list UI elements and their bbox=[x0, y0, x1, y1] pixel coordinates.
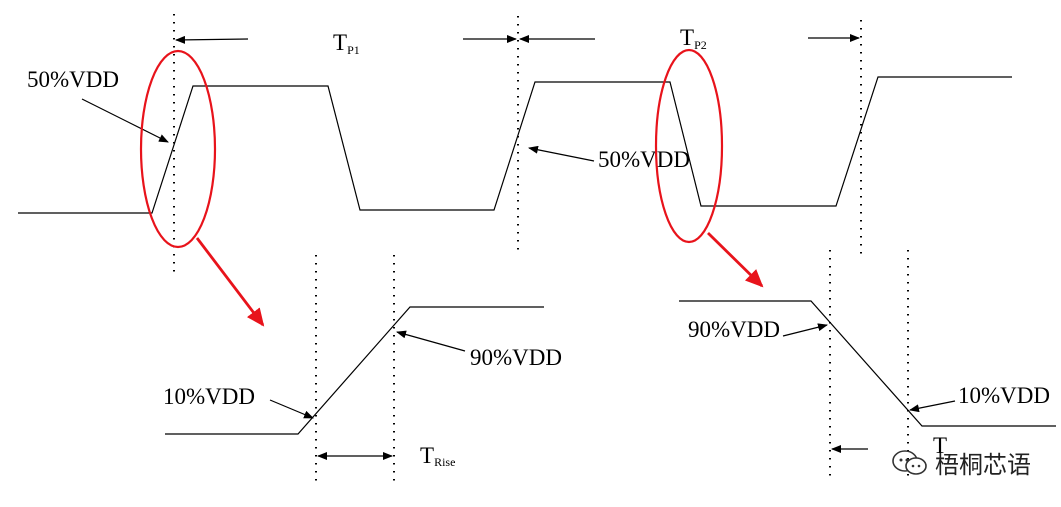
rise-edge-highlight bbox=[139, 49, 217, 249]
rise-zoom-arrow bbox=[195, 237, 265, 327]
rise-vdd10-arrow bbox=[269, 399, 314, 419]
chat-bubbles-icon bbox=[891, 448, 929, 478]
vdd50-left-arrow bbox=[81, 98, 169, 143]
vdd50-right-arrow bbox=[528, 145, 595, 162]
main-waveform bbox=[18, 76, 1012, 214]
fall-detail-waveform bbox=[679, 300, 1056, 427]
tp1-arrow-left bbox=[175, 35, 249, 44]
rise-vdd10-label: 10%VDD bbox=[163, 384, 255, 409]
fall-vdd10-label: 10%VDD bbox=[958, 383, 1050, 408]
fall-vdd10-arrow bbox=[909, 400, 956, 413]
fall-vdd90-arrow bbox=[782, 323, 828, 337]
rise-vdd90-label: 90%VDD bbox=[470, 345, 562, 370]
fall-zoom-arrow bbox=[707, 232, 764, 288]
fall-vdd90-label: 90%VDD bbox=[688, 317, 780, 342]
fall-edge-highlight bbox=[654, 48, 724, 244]
trise-label: TRise bbox=[420, 443, 455, 469]
tp1-label: TP1 bbox=[333, 30, 360, 57]
tfall-label: T bbox=[933, 433, 947, 458]
rise-detail-waveform bbox=[165, 306, 544, 435]
watermark-text: 梧桐芯语 bbox=[935, 451, 1031, 479]
rise-vdd90-arrow bbox=[396, 330, 466, 352]
tp2-label: TP2 bbox=[680, 25, 707, 52]
vdd50-left-label: 50%VDD bbox=[27, 67, 119, 92]
watermark: 梧桐芯语 bbox=[891, 445, 1031, 480]
vdd50-right-label: 50%VDD bbox=[598, 147, 690, 172]
